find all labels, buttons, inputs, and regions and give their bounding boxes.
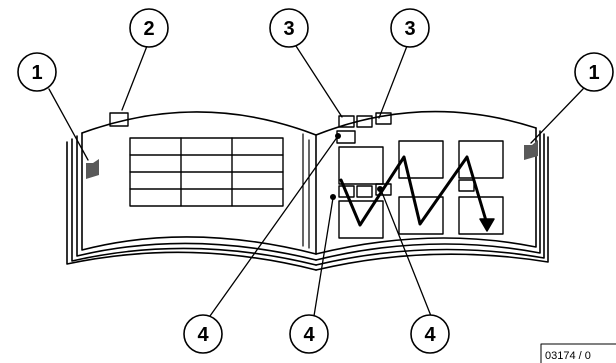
- callout-caption-a: 4: [183, 314, 223, 354]
- callout-tab-right: 1: [574, 52, 614, 92]
- illustration-frame-2: [398, 140, 444, 179]
- callout-number: 4: [197, 324, 209, 346]
- leader-lines: [48, 45, 584, 317]
- callout-number: 3: [283, 18, 294, 40]
- callout-number: 1: [588, 62, 599, 84]
- callout-section-box-b: 3: [390, 8, 430, 48]
- page-number-box: [109, 112, 129, 127]
- callout-number: 4: [303, 324, 315, 346]
- illustration-frame-5: [398, 196, 444, 235]
- callout-tab-left: 1: [17, 52, 57, 92]
- illustration-frame-4: [338, 200, 384, 239]
- section-box-2: [356, 115, 373, 128]
- right-tab-icon: [524, 140, 538, 160]
- caption-box-2: [356, 185, 373, 198]
- section-box-3: [375, 112, 392, 125]
- open-book: [66, 110, 549, 271]
- right-page-content: [336, 112, 504, 239]
- callout-caption-c: 4: [410, 314, 450, 354]
- section-box-1: [338, 115, 355, 128]
- callout-number: 3: [404, 18, 415, 40]
- caption-box-1: [338, 185, 355, 198]
- reference-code: 03174 / 0: [545, 350, 591, 362]
- illustration-frame-6: [458, 196, 504, 235]
- reference-code-box: 03174 / 0: [540, 343, 616, 363]
- leader-dots: [330, 133, 383, 200]
- left-page-table: [129, 137, 284, 207]
- caption-box-4: [458, 179, 475, 192]
- left-page-content: [109, 112, 284, 207]
- callout-number: 1: [31, 62, 42, 84]
- left-tab-icon: [86, 159, 99, 179]
- callout-section-box-a: 3: [269, 8, 309, 48]
- callout-number: 4: [424, 324, 436, 346]
- callout-caption-b: 4: [289, 314, 329, 354]
- callout-number: 2: [143, 18, 154, 40]
- illustration-frame-1: [338, 146, 384, 185]
- callout-page-number: 2: [129, 8, 169, 48]
- illustration-frame-3: [458, 140, 504, 179]
- reading-order-arrow: [339, 155, 489, 227]
